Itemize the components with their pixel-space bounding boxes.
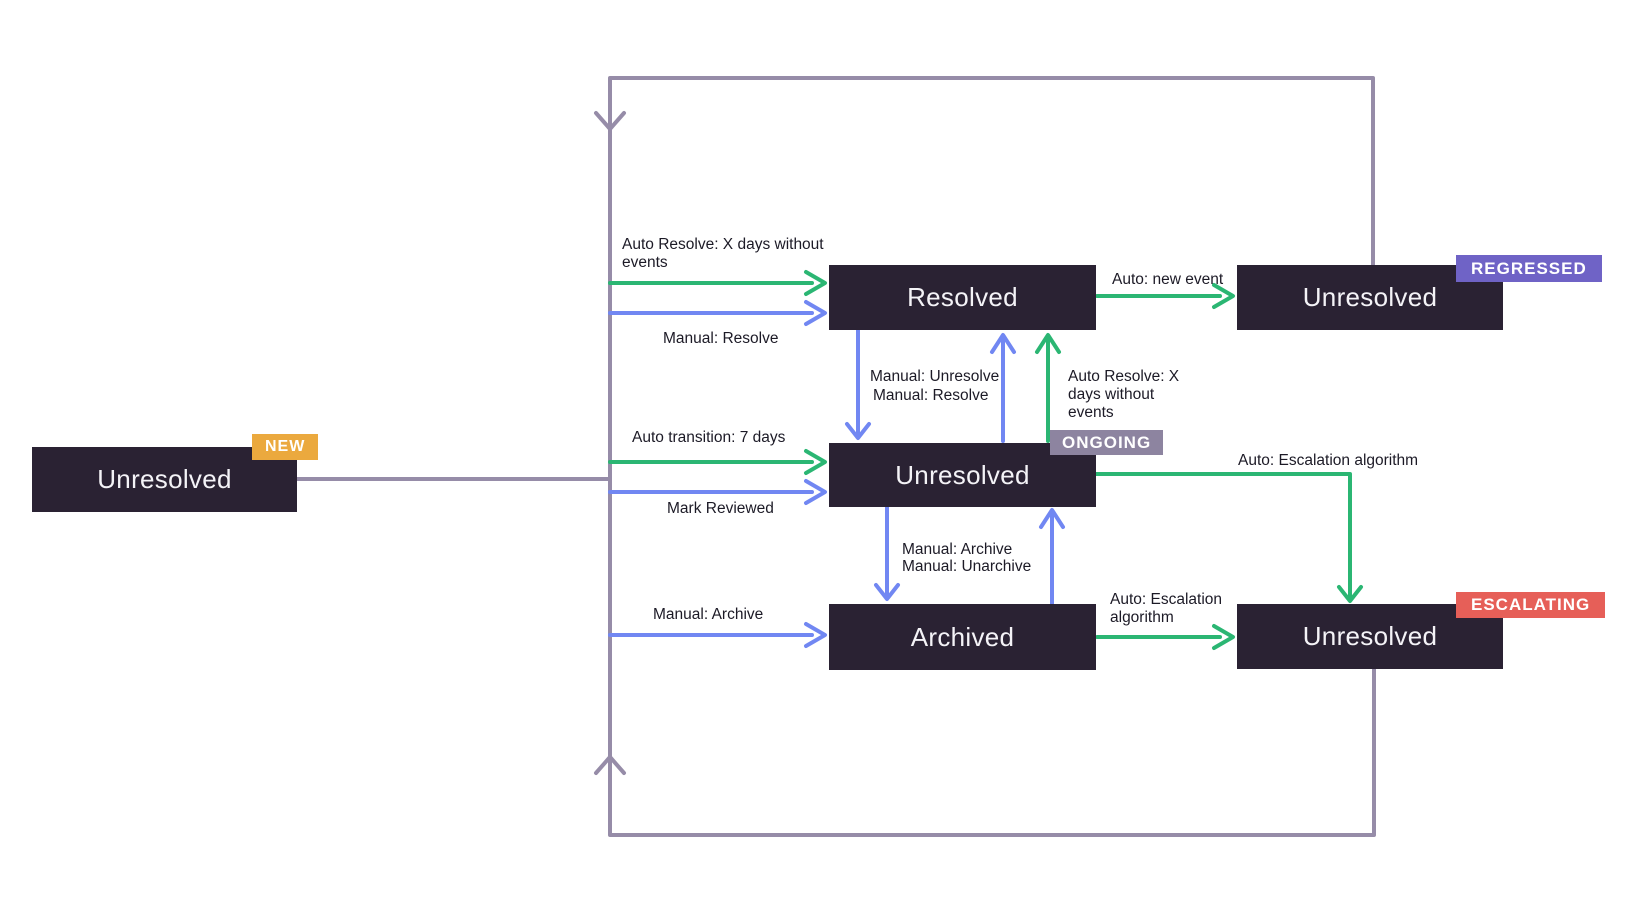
manual-edges [608, 300, 1065, 648]
loop-edge-line [608, 76, 1376, 837]
label-auto-new-event: Auto: new event [1112, 271, 1224, 288]
label-manual-resolve-mid: Manual: Resolve [873, 387, 989, 404]
state-archived: Archived [829, 604, 1096, 670]
label-manual-unresolve: Manual: Unresolve [870, 368, 1000, 385]
label-manual-resolve: Manual: Resolve [663, 330, 779, 347]
state-unresolved-ongoing: Unresolved [829, 443, 1096, 507]
label-manual-archive-mid: Manual: Archive [902, 541, 1013, 558]
edge-auto-resolve-ongoing-to-resolved [1035, 333, 1061, 443]
edge-auto-escalation-archived-to-escalating [1095, 624, 1235, 650]
label-auto-resolve-mid: Auto Resolve: X days without events [1068, 368, 1180, 421]
edge-auto-new-event-to-regressed [1095, 283, 1235, 309]
edge-manual-archive-to-archived [608, 622, 827, 648]
badge-escalating: ESCALATING [1456, 592, 1606, 618]
badge-regressed: REGRESSED [1456, 255, 1602, 282]
auto-edges [608, 270, 1363, 650]
state-label: Unresolved [97, 464, 232, 494]
label-auto-escalation-archived: Auto: Escalation algorithm [1110, 591, 1223, 626]
loop-arrow-up-icon [594, 755, 626, 775]
state-unresolved-escalating: Unresolved [1237, 604, 1503, 669]
state-label: Unresolved [1302, 621, 1438, 651]
label-manual-archive-left: Manual: Archive [653, 606, 764, 623]
label-auto-transition: Auto transition: 7 days [632, 429, 786, 446]
edge-manual-resolve-up [990, 333, 1016, 443]
badge-ongoing: ONGOING [1050, 430, 1164, 455]
edge-manual-archive-down [874, 505, 900, 601]
label-mark-reviewed: Mark Reviewed [667, 500, 774, 517]
state-label: Unresolved [895, 459, 1030, 490]
label-auto-resolve-days: Auto Resolve: X days without events [622, 236, 824, 271]
edge-auto-resolve-to-resolved [608, 270, 827, 296]
state-label: Archived [910, 621, 1015, 652]
edge-mark-reviewed-to-ongoing [608, 479, 827, 505]
edge-manual-resolve-to-resolved [608, 300, 827, 326]
loop-arrow-down-icon [594, 111, 626, 131]
edge-auto-escalation-ongoing-to-escalating [1094, 472, 1363, 603]
edge-auto-transition-to-ongoing [608, 449, 827, 475]
loop-edges [290, 76, 1376, 837]
state-label: Unresolved [1302, 282, 1438, 312]
state-label: Resolved [907, 282, 1018, 312]
badge-new: NEW [252, 434, 319, 460]
state-resolved: Resolved [829, 265, 1096, 330]
edge-manual-unresolve-down [845, 328, 871, 440]
edge-manual-unarchive-up [1039, 508, 1065, 606]
label-manual-unarchive-mid: Manual: Unarchive [902, 558, 1032, 575]
label-auto-escalation-ongoing: Auto: Escalation algorithm [1238, 452, 1419, 469]
